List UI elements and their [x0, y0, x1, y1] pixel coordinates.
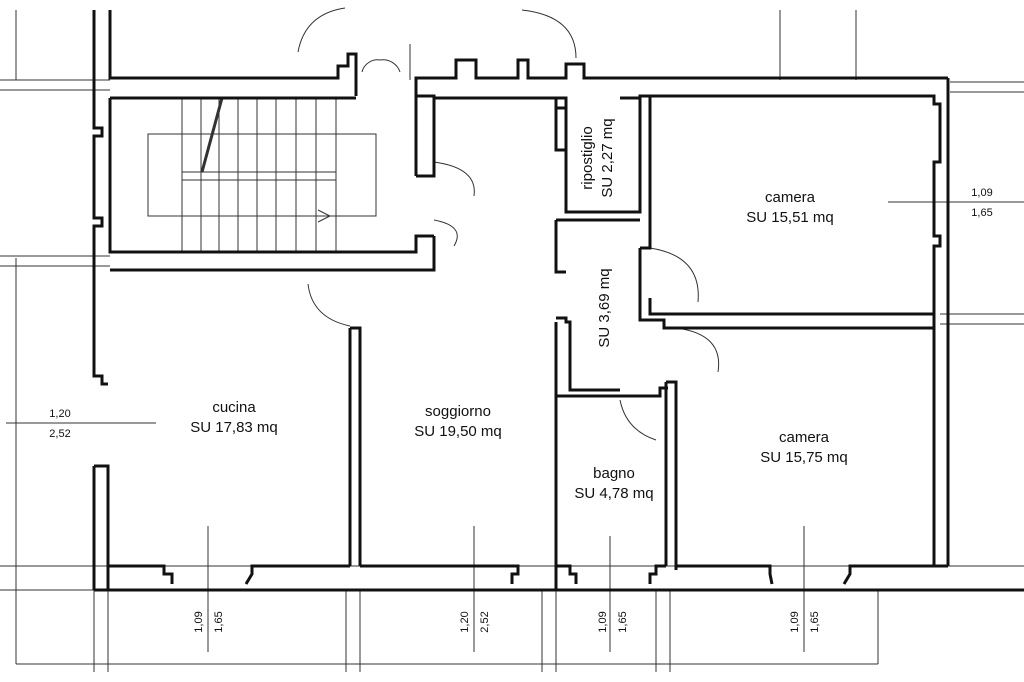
window-right-top: 1,09 — [971, 187, 992, 199]
bagno-name: bagno — [593, 465, 635, 482]
window-bottom-2-a: 1,20 — [459, 611, 471, 632]
window-left-top: 1,20 — [49, 408, 70, 420]
camera1-area: SU 15,51 mq — [746, 209, 834, 226]
soggiorno-area: SU 19,50 mq — [414, 423, 502, 440]
window-right-bottom: 1,65 — [971, 207, 992, 219]
window-bottom-4-a: 1,09 — [789, 611, 801, 632]
window-dimensions: 1,09 1,65 1,20 2,52 1,09 1,65 1,20 2,52 … — [49, 187, 992, 633]
ripostiglio-area: SU 2,27 mq — [599, 118, 616, 197]
room-labels: ripostiglio SU 2,27 mq camera SU 15,51 m… — [190, 118, 848, 502]
bagno-area: SU 4,78 mq — [574, 485, 653, 502]
window-left-bottom: 2,52 — [49, 428, 70, 440]
window-bottom-1-a: 1,09 — [193, 611, 205, 632]
window-bottom-3-a: 1,09 — [597, 611, 609, 632]
window-bottom-1-b: 1,65 — [213, 611, 225, 632]
cucina-name: cucina — [212, 399, 256, 416]
camera2-area: SU 15,75 mq — [760, 449, 848, 466]
window-bottom-2-b: 2,52 — [479, 611, 491, 632]
door-swings — [297, 7, 720, 441]
camera2-name: camera — [779, 429, 830, 446]
walls — [92, 10, 1024, 592]
staircase — [147, 97, 377, 252]
window-bottom-3-b: 1,65 — [617, 611, 629, 632]
window-bottom-4-b: 1,65 — [809, 611, 821, 632]
cucina-area: SU 17,83 mq — [190, 419, 278, 436]
soggiorno-name: soggiorno — [425, 403, 491, 420]
ripostiglio-name: ripostiglio — [579, 126, 596, 189]
corridoio-area: SU 3,69 mq — [596, 268, 613, 347]
camera1-name: camera — [765, 189, 816, 206]
